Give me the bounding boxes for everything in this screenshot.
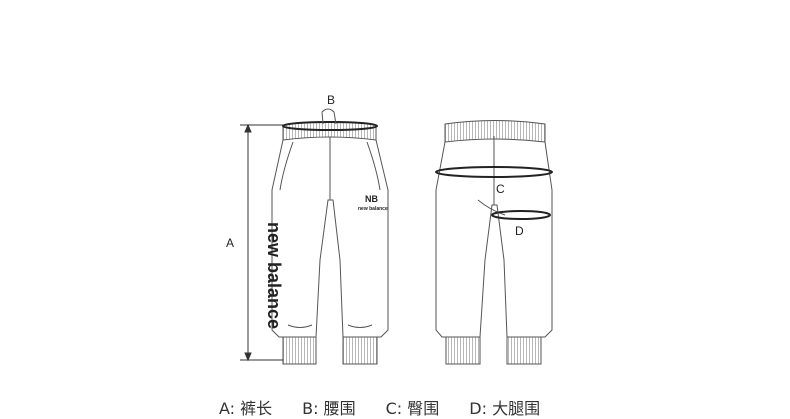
label-b: B — [327, 93, 335, 107]
svg-text:NB: NB — [365, 194, 378, 204]
thigh-measure-ellipse — [491, 210, 551, 220]
nb-logo-icon: NB — [365, 194, 378, 204]
hip-measure-ellipse — [435, 166, 553, 178]
legend-item-thigh: D: 大腿围 — [469, 399, 541, 418]
label-a: A — [226, 236, 234, 250]
small-wordmark: new balance — [358, 206, 388, 212]
label-c: C — [496, 182, 505, 196]
back-pants — [435, 120, 553, 365]
length-dimension — [240, 123, 283, 362]
measurement-legend: A: 裤长 B: 腰围 C: 臀围 D: 大腿围 — [219, 395, 541, 418]
legend-item-hip: C: 臀围 — [385, 399, 440, 418]
waist-measure-ellipse — [282, 121, 378, 131]
vertical-wordmark: new balance — [264, 222, 284, 329]
legend-item-length: A: 裤长 — [219, 399, 273, 418]
front-pants — [271, 108, 389, 365]
label-d: D — [515, 224, 524, 238]
legend-item-waist: B: 腰围 — [302, 399, 356, 418]
